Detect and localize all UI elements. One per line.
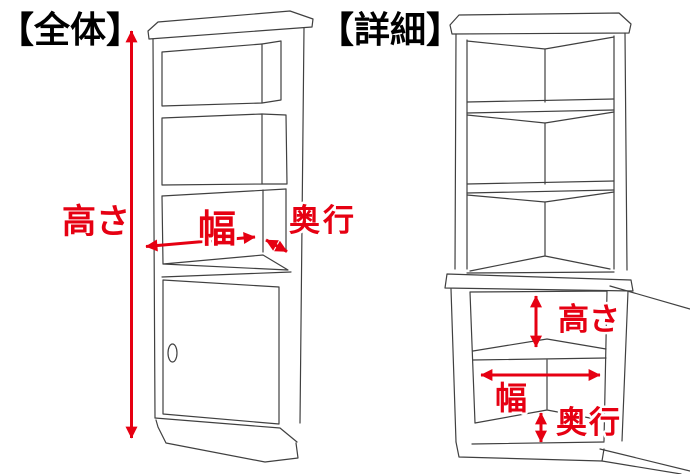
detail-width-label: 幅 <box>495 380 527 416</box>
overall-section-title: 【全体】 <box>0 9 142 50</box>
overall-shelf-opening-1 <box>161 43 263 107</box>
overall-cabinet-drawing <box>147 10 314 463</box>
overall-door-handle <box>167 343 178 363</box>
overall-base-plinth <box>155 419 299 463</box>
detail-lower-interior <box>469 290 608 442</box>
detail-cabinet-floor-triangle <box>471 409 607 445</box>
overall-open-compartment-top <box>161 188 287 197</box>
overall-body-outer-right-edge <box>299 27 305 424</box>
detail-shelf-floor-triangle <box>466 255 615 274</box>
detail-cabinet-drawing <box>444 12 690 474</box>
detail-frame-outer-right <box>624 32 628 271</box>
detail-open-door <box>599 285 690 474</box>
overall-width-arrow <box>145 232 256 252</box>
overall-crown-molding <box>147 10 314 40</box>
overall-shelf-opening-2 <box>161 113 263 186</box>
detail-interior-shelf <box>472 338 607 361</box>
detail-crown-molding <box>449 12 632 35</box>
detail-frame-outer-left <box>454 33 457 270</box>
overall-width-label: 幅 <box>198 209 236 251</box>
detail-section-title: 【詳細】 <box>318 9 462 50</box>
detail-dimension-annotations: 高さ 幅 奥行 <box>480 295 623 443</box>
detail-waist-molding <box>444 273 634 292</box>
overall-shelf-opening-2-side <box>261 113 288 185</box>
detail-shelf-band-1 <box>466 98 615 124</box>
detail-lower-outer-left <box>450 288 457 443</box>
overall-height-label: 高さ <box>62 203 130 241</box>
overall-dimension-annotations: 高さ 幅 奥行 <box>60 30 357 439</box>
overall-cabinet-door <box>162 279 280 425</box>
overall-open-compartment-left <box>161 195 164 265</box>
detail-lower-outer-right <box>621 290 629 442</box>
overall-lower-cabinet-top-edge <box>161 271 292 278</box>
detail-height-label: 高さ <box>558 302 620 337</box>
overall-depth-arrow <box>265 238 288 253</box>
detail-depth-label: 奥行 <box>556 405 622 440</box>
overall-body-bottom-edge <box>154 417 298 443</box>
overall-body-left-edge <box>152 38 156 419</box>
detail-top-back-corner <box>466 36 615 50</box>
detail-shelf-band-2 <box>466 180 615 203</box>
detail-base-plinth <box>455 441 605 462</box>
overall-triangular-shelf <box>162 254 289 271</box>
overall-shelf-opening-1-side <box>261 40 282 104</box>
overall-depth-label: 奥行 <box>289 203 357 238</box>
